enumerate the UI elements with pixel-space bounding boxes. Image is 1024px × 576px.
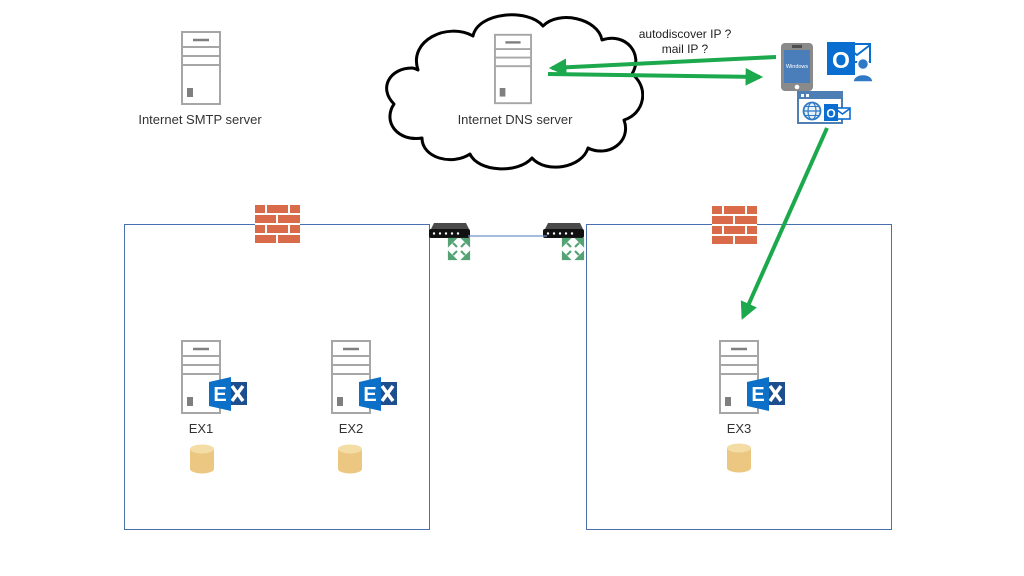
- right-site-boundary: [586, 224, 892, 530]
- right-switch-icon: [542, 222, 586, 262]
- query-text: autodiscover IP ? mail IP ?: [610, 27, 760, 57]
- ex3-server-icon: [719, 340, 759, 414]
- autodiscover-query-text: autodiscover IP ?: [638, 27, 732, 41]
- owa-browser-icon: O: [797, 91, 851, 129]
- left-firewall-icon: [255, 205, 300, 243]
- phone-speaker: [792, 45, 802, 48]
- tower-server-icon: [181, 31, 221, 105]
- ex2-exchange-logo-icon: E: [358, 376, 398, 412]
- ex2-label: EX2: [338, 421, 364, 436]
- ex1-label: EX1: [188, 421, 214, 436]
- dns-server-icon: [494, 32, 532, 106]
- ex3-database-icon: [726, 443, 752, 474]
- windows-phone-icon: Windows: [780, 42, 814, 92]
- left-switch-icon: [428, 222, 472, 262]
- switch-arrows-icon: [561, 237, 585, 261]
- ex3-label: EX3: [726, 421, 752, 436]
- dns-server-label: Internet DNS server: [457, 112, 573, 127]
- smtp-server-icon: [181, 31, 221, 105]
- ex2-database-icon: [337, 444, 363, 475]
- exchange-letter: E: [363, 384, 376, 406]
- exchange-letter: E: [213, 384, 226, 406]
- ex1-exchange-logo-icon: E: [208, 376, 248, 412]
- phone-home-button: [794, 84, 800, 90]
- switch-arrows-icon: [447, 237, 471, 261]
- ex1-database-icon: [189, 444, 215, 475]
- right-firewall-icon: [712, 206, 757, 244]
- phone-screen-label: Windows: [786, 64, 809, 70]
- exchange-letter: E: [751, 384, 764, 406]
- outlook-letter: O: [832, 47, 850, 73]
- tower-server-icon: [494, 33, 532, 105]
- smtp-server-label: Internet SMTP server: [138, 112, 262, 127]
- owa-outlook-letter: O: [826, 107, 835, 121]
- user-icon: [856, 57, 870, 71]
- mail-query-text: mail IP ?: [661, 42, 709, 56]
- outlook-user-icon: O: [827, 41, 873, 82]
- phone-screen: [784, 50, 810, 83]
- ex3-exchange-logo-icon: E: [746, 376, 786, 412]
